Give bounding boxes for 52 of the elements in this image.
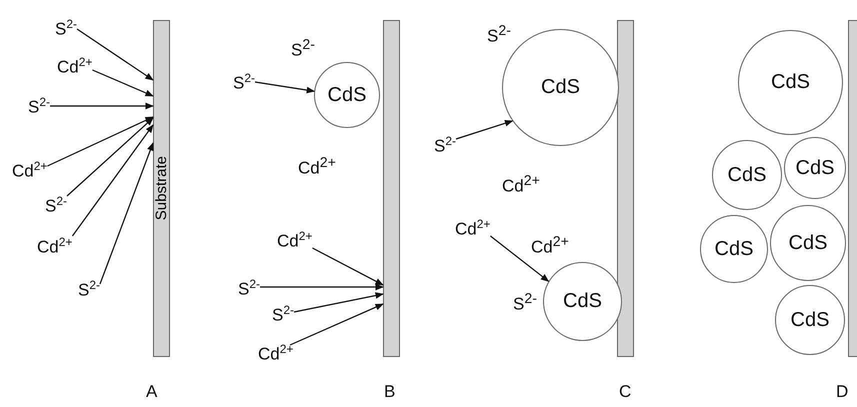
arrow bbox=[456, 120, 514, 140]
ion-label: Cd$^{2+}$ bbox=[57, 56, 92, 76]
panel-letter: A bbox=[146, 383, 158, 400]
arrow bbox=[50, 102, 154, 110]
substrate-bar bbox=[153, 20, 170, 357]
ion-label: Cd$^{2+}$ bbox=[531, 235, 569, 256]
ion-label: S$^{2-}$ bbox=[233, 72, 256, 92]
ion-label: Cd$^{2+}$ bbox=[37, 236, 72, 256]
substrate-bar bbox=[383, 20, 400, 357]
panel-letter: D bbox=[836, 383, 848, 400]
ion-label: S$^{2-}$ bbox=[272, 304, 294, 324]
arrow bbox=[99, 142, 154, 284]
ion-label: Cd$^{2+}$ bbox=[298, 156, 336, 177]
ion-label: S$^{2-}$ bbox=[487, 24, 511, 45]
substrate-label: Substrate bbox=[153, 156, 170, 221]
ion-label: S$^{2-}$ bbox=[291, 38, 315, 59]
particle-label: CdS bbox=[563, 290, 602, 313]
arrow bbox=[254, 81, 316, 94]
arrow bbox=[260, 284, 384, 290]
particle-label: CdS bbox=[714, 238, 754, 260]
ion-label: S$^{2-}$ bbox=[45, 195, 68, 215]
particle-label: CdS bbox=[771, 71, 810, 94]
ion-label: S$^{2-}$ bbox=[55, 18, 78, 38]
arrow bbox=[72, 124, 154, 236]
particle-label: CdS bbox=[328, 84, 366, 106]
ion-label: Cd$^{2+}$ bbox=[455, 218, 490, 238]
ion-label: S$^{2-}$ bbox=[513, 292, 537, 313]
ion-label: Cd$^{2+}$ bbox=[258, 343, 294, 363]
ion-label: Cd$^{2+}$ bbox=[502, 174, 540, 195]
arrow bbox=[76, 28, 154, 80]
ion-label: S$^{2-}$ bbox=[28, 96, 50, 116]
arrow bbox=[312, 247, 384, 286]
particle-label: CdS bbox=[728, 164, 766, 186]
arrow bbox=[294, 292, 384, 313]
particle-label: CdS bbox=[541, 76, 580, 99]
particle-label: CdS bbox=[796, 156, 834, 180]
ion-label: Cd$^{2+}$ bbox=[277, 230, 312, 250]
particle-circle bbox=[784, 137, 846, 199]
ion-label: Cd$^{2+}$ bbox=[12, 160, 48, 180]
particle-label: CdS bbox=[790, 308, 830, 332]
panel-letter: C bbox=[619, 383, 632, 400]
arrow bbox=[290, 303, 384, 346]
substrate-bar bbox=[617, 20, 634, 357]
arrow bbox=[47, 116, 154, 167]
arrow bbox=[92, 69, 154, 97]
particle-label: CdS bbox=[788, 232, 828, 254]
arrow bbox=[490, 236, 550, 282]
panel-letter: B bbox=[384, 383, 396, 400]
ion-label: S$^{2-}$ bbox=[78, 279, 100, 299]
ion-label: S$^{2-}$ bbox=[434, 135, 456, 155]
arrow bbox=[66, 117, 154, 196]
ion-label: S$^{2-}$ bbox=[238, 278, 260, 298]
